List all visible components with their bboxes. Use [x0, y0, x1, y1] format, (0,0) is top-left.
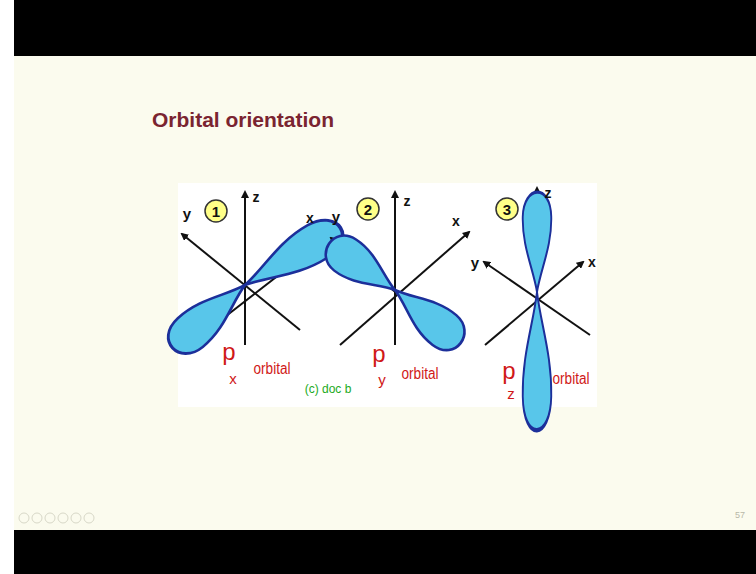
orbital-word: orbital	[401, 366, 438, 382]
axis-label: x	[588, 255, 596, 269]
orbital-symbol: p	[502, 359, 515, 383]
axis-label: y	[471, 255, 479, 270]
orbital-symbol: p	[222, 340, 235, 364]
axis-label: x	[452, 214, 460, 228]
page-number: 57	[735, 511, 745, 520]
callout-number: 2	[364, 202, 372, 217]
orbital-subscript: y	[378, 372, 386, 387]
axis-label: z	[545, 186, 552, 200]
axis-label: y	[183, 206, 191, 221]
axis-label: x	[306, 211, 314, 225]
orbital-word: orbital	[253, 361, 290, 377]
orbital-word: orbital	[552, 371, 589, 387]
orbital-subscript: z	[507, 386, 515, 401]
orbital-subscript: x	[229, 371, 237, 386]
callout-number: 1	[212, 204, 220, 219]
copyright-note: (c) doc b	[305, 383, 352, 395]
axis-label: z	[404, 194, 411, 208]
axis-label: z	[253, 190, 260, 204]
callout-number: 3	[503, 202, 511, 217]
axis-label: y	[332, 209, 340, 224]
slide-title: Orbital orientation	[152, 108, 334, 132]
orbital-symbol: p	[372, 342, 385, 366]
